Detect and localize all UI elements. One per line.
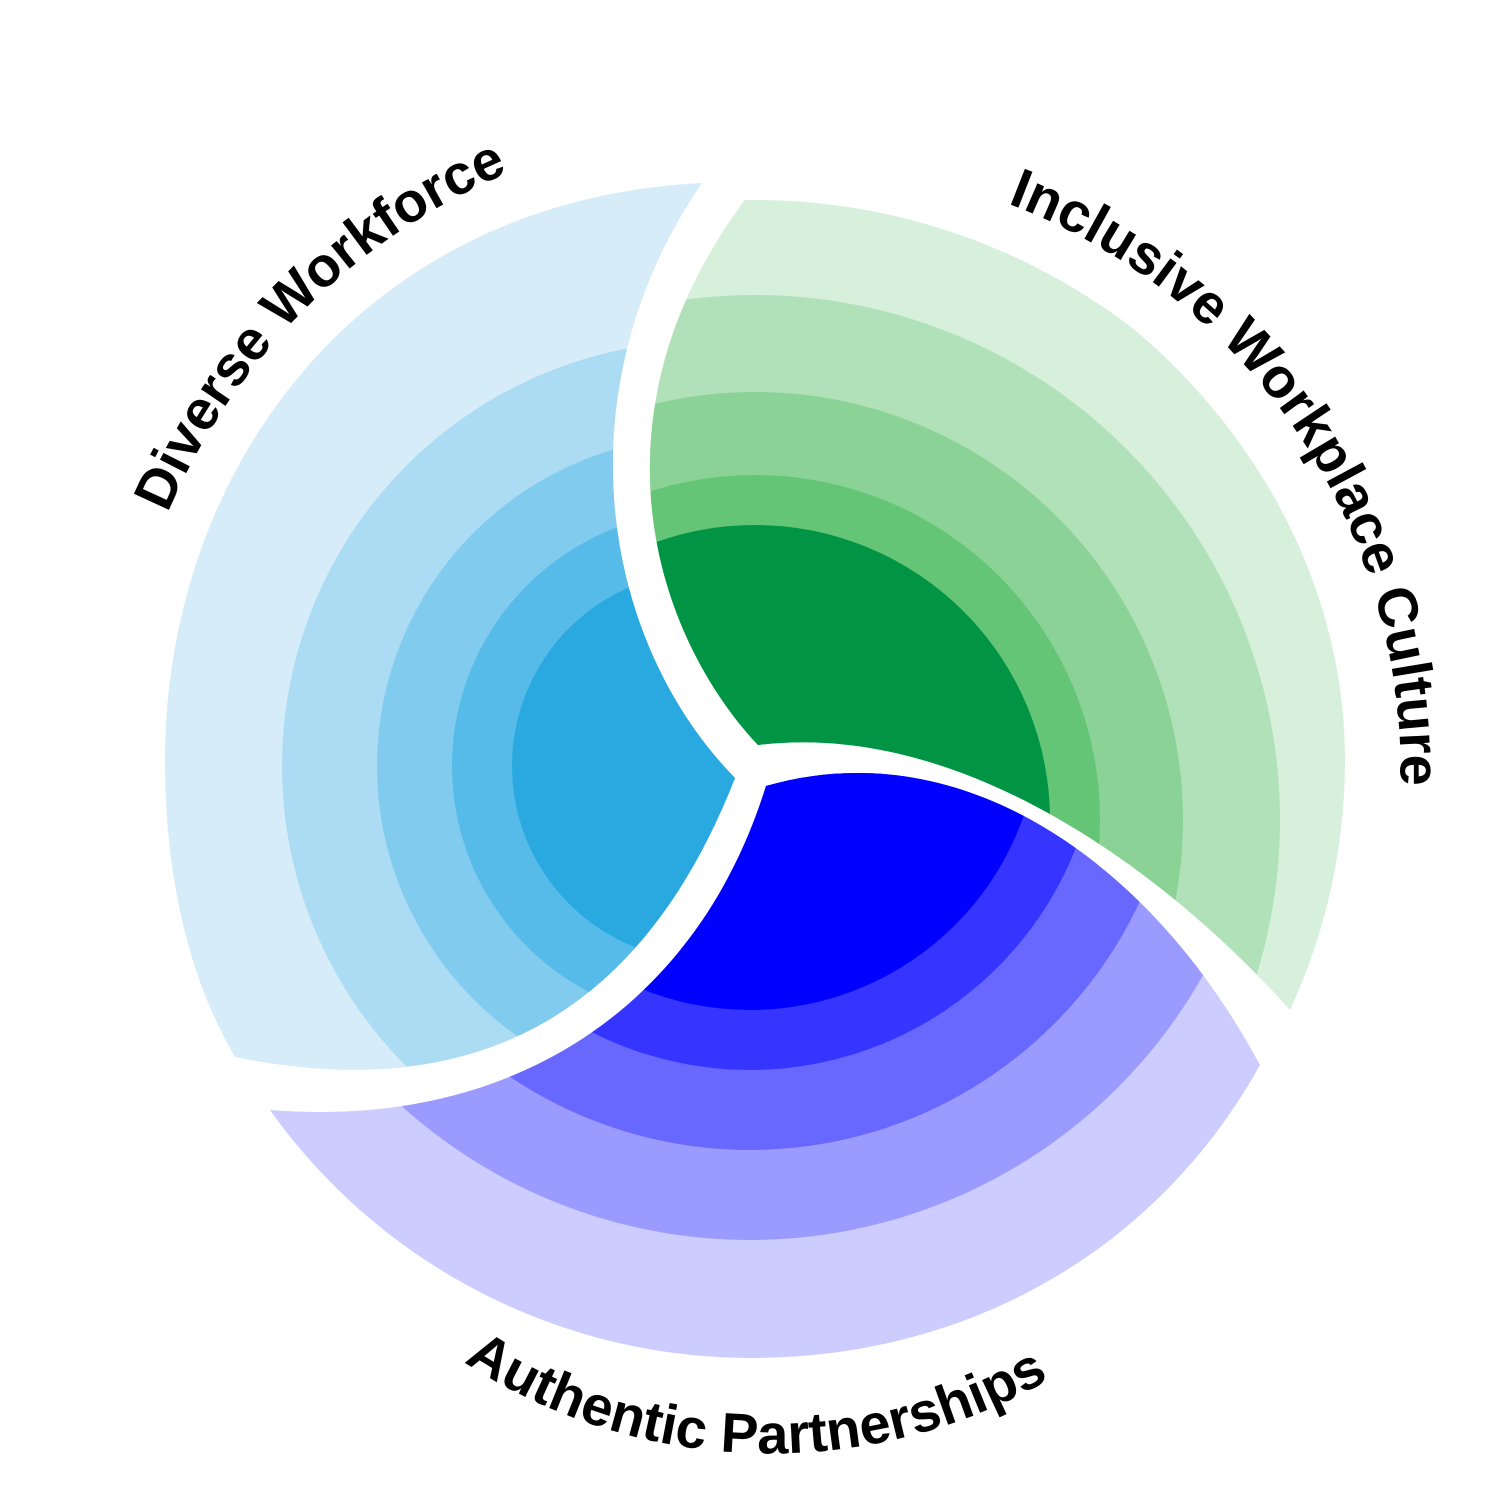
ring-5 [512, 571, 735, 961]
segment-diverse-workforce [165, 183, 735, 1070]
